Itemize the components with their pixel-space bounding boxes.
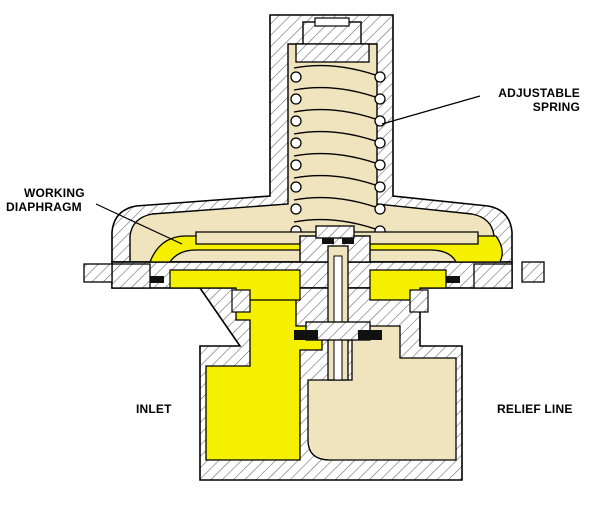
bonnet-housing: [111, 14, 513, 263]
label-working-diaphragm: WORKING DIAPHRAGM: [6, 186, 116, 214]
label-working-diaphragm-line1: WORKING: [24, 186, 85, 200]
label-working-diaphragm-line2: DIAPHRAGM: [6, 200, 82, 214]
label-relief-line: RELIEF LINE: [497, 402, 573, 416]
label-inlet: INLET: [136, 402, 172, 416]
valve-body: [169, 245, 463, 481]
adjustable-spring: [293, 64, 385, 233]
label-adjustable-spring-line1: ADJUSTABLE: [498, 86, 580, 100]
label-adjustable-spring-line2: SPRING: [532, 100, 580, 114]
spring-leader-line: [381, 95, 481, 125]
leader-lines: [95, 95, 481, 245]
label-adjustable-spring: ADJUSTABLE SPRING: [470, 86, 580, 114]
diaphragm-leader-line: [95, 203, 183, 245]
